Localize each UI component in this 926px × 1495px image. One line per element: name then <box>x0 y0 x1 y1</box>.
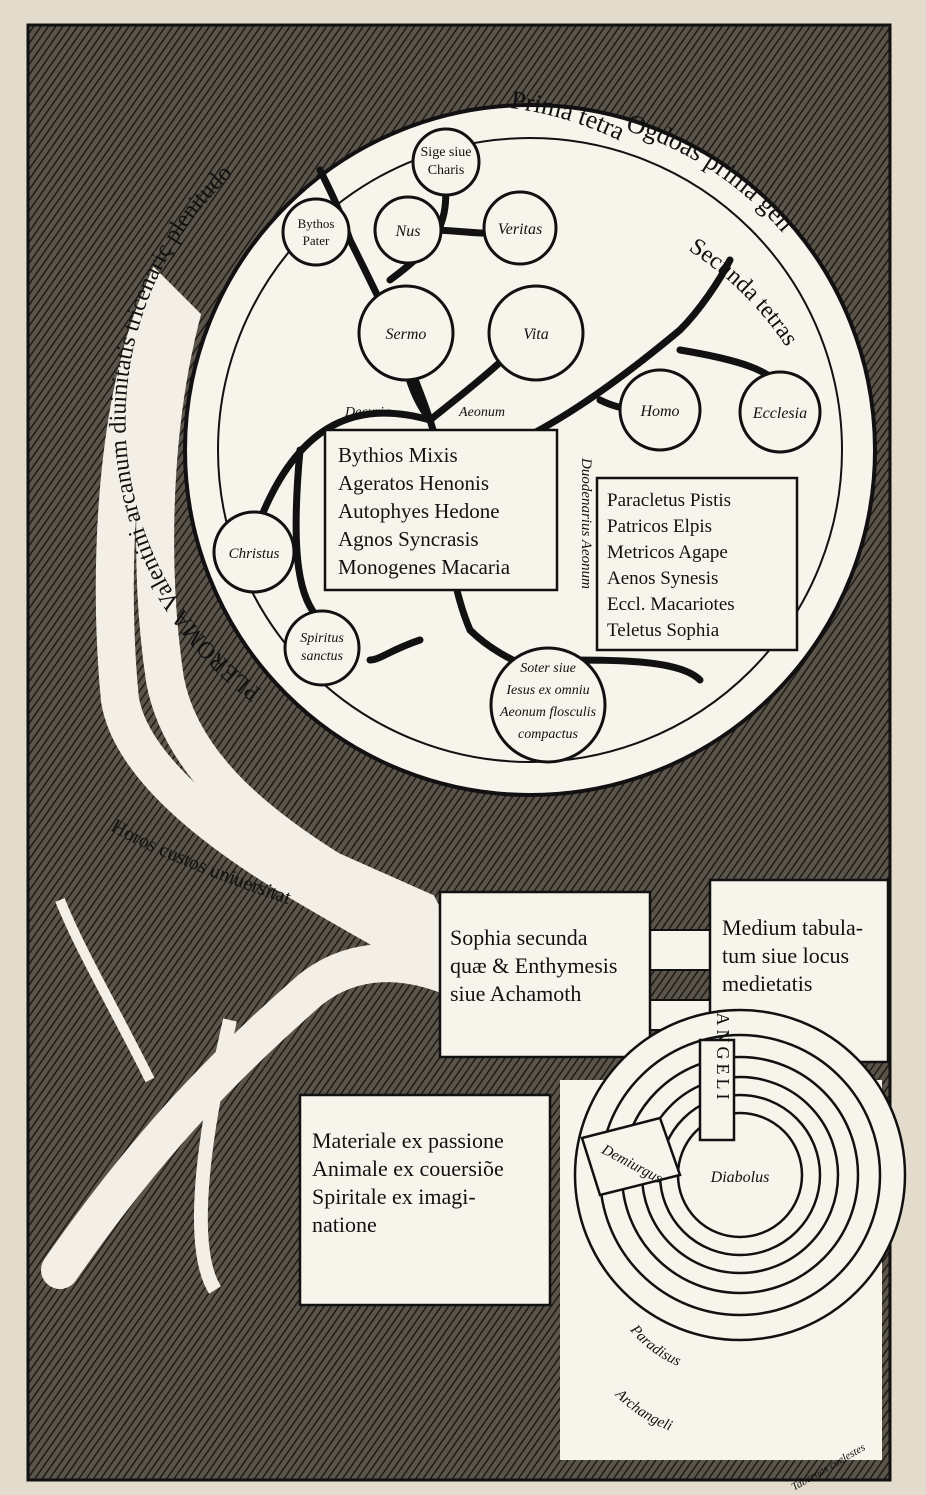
decuria-line: Autophyes Hedone <box>338 499 500 523</box>
material-line: Animale ex couersiõe <box>312 1156 504 1181</box>
duodenarius-box <box>595 476 799 652</box>
material-box <box>298 1093 552 1307</box>
aeon-veritas-circle <box>482 190 558 266</box>
decuria-label: Decuria <box>344 405 391 420</box>
medium-line: Medium tabula- <box>722 915 863 940</box>
aeon-bythos-label-2: Pater <box>303 233 330 248</box>
duodenarius-line: Eccl. Macariotes <box>607 594 735 615</box>
medium-line: medietatis <box>722 971 812 996</box>
duodenarius-line: Paracletus Pistis <box>607 490 731 511</box>
decuria-line: Bythios Mixis <box>338 443 458 467</box>
aeonum-label: Aeonum <box>458 405 505 420</box>
duodenarius-line: Patricos Elpis <box>607 516 712 537</box>
aeon-ecclesia-label: Ecclesia <box>752 405 807 422</box>
aeon-sige-label-2: Charis <box>428 163 465 178</box>
duodenarius-line: Metricos Agape <box>607 542 728 563</box>
soter-label-2: Iesus ex omniu <box>505 683 589 698</box>
aeon-bythos-circle <box>281 197 351 267</box>
material-line: natione <box>312 1212 377 1237</box>
aeon-spiritus-label-1: Spiritus <box>300 631 344 646</box>
aeon-veritas-label: Veritas <box>498 221 542 238</box>
aeon-sermo-circle <box>357 284 455 382</box>
aeon-vita-circle <box>487 284 585 382</box>
aeon-bythos-label-1: Bythos <box>298 216 335 231</box>
aeon-sige-circle <box>411 127 481 197</box>
aeon-homo-label: Homo <box>639 403 679 420</box>
diabolus-label: Diabolus <box>710 1169 770 1186</box>
tree-branch <box>55 898 155 1083</box>
duodenarius-line: Teletus Sophia <box>607 620 720 641</box>
soter-label-1: Soter siue <box>520 661 576 676</box>
duodenarius-line: Aenos Synesis <box>607 568 718 589</box>
material-line: Spiritale ex imagi- <box>312 1184 476 1209</box>
horos-figure <box>41 266 513 1289</box>
aeon-spiritus-label-2: sanctus <box>301 649 344 664</box>
aeon-nus-label: Nus <box>395 223 421 240</box>
aeon-homo-circle <box>618 368 702 452</box>
soter-label-3: Aeonum flosculis <box>499 705 597 720</box>
decuria-box <box>323 428 559 592</box>
material-line: Materiale ex passione <box>312 1128 504 1153</box>
aeon-vita-label: Vita <box>523 326 548 343</box>
connector-bar <box>639 929 721 971</box>
decuria-line: Ageratos Henonis <box>338 471 489 495</box>
aeon-ecclesia-circle <box>738 370 822 454</box>
medium-line: tum siue locus <box>722 943 849 968</box>
sophia-line: quæ & Enthymesis <box>450 953 617 978</box>
soter-label-4: compactus <box>518 727 578 742</box>
angeli-band <box>698 1038 736 1142</box>
demiurgus-band <box>580 1116 682 1197</box>
decuria-line: Agnos Syncrasis <box>338 527 479 551</box>
duodenarius-label: Duodenarius Aeonum <box>578 457 594 589</box>
aeon-nus-circle <box>373 195 443 265</box>
aeon-spiritus-circle <box>283 609 361 687</box>
soter-circle <box>489 646 607 764</box>
pleroma-inner-ring <box>217 137 843 763</box>
aeon-sermo-label: Sermo <box>386 326 427 343</box>
angeli-label: ANGELI <box>713 1013 733 1104</box>
aeon-christus-circle <box>212 510 296 594</box>
sophia-box <box>438 890 652 1059</box>
sophia-line: siue Achamoth <box>450 981 581 1006</box>
decuria-line: Monogenes Macaria <box>338 555 511 579</box>
sophia-line: Sophia secunda <box>450 925 588 950</box>
aeon-sige-label-1: Sige siue <box>421 145 472 160</box>
tree-branch <box>193 1018 237 1294</box>
aeon-christus-label: Christus <box>229 546 280 562</box>
